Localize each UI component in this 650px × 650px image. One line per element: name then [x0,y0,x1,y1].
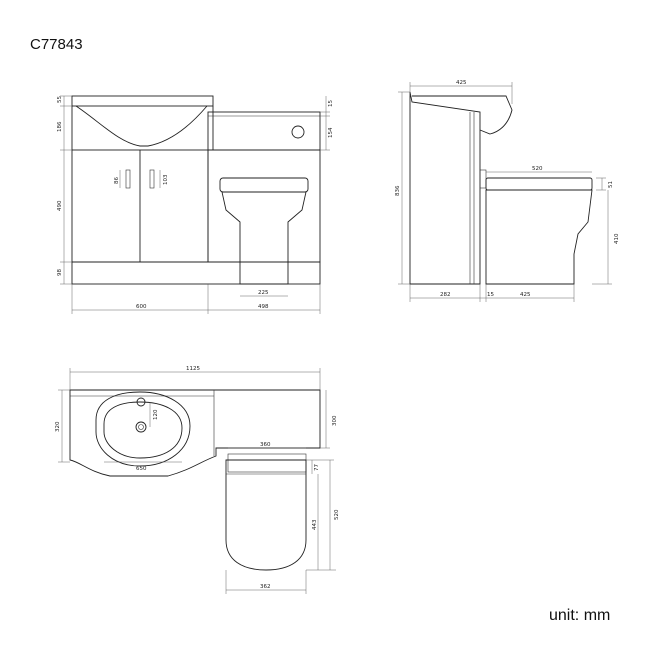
dim-toilet-base: 225 [258,290,269,296]
dim-vanity-width: 600 [136,304,147,310]
top-view: 1125 320 120 650 300 360 77 443 520 362 [55,366,340,594]
dim-pan-projection: 520 [532,166,543,172]
seat-top-rect [227,453,307,473]
dim-gap: 15 [487,292,494,298]
dim-pan-width: 362 [260,584,271,590]
plinth [71,261,321,285]
tap-hole-icon [136,397,146,407]
dim-wc-unit-width: 498 [258,304,269,310]
dim-pan-length: 443 [312,519,318,530]
door-handle-right [149,169,155,189]
dim-seat-offset: 77 [314,464,320,471]
dim-bowl-width: 650 [136,466,147,472]
pan-top-outline [225,459,307,571]
side-handle [479,169,487,189]
side-basin-profile [412,95,513,135]
dim-seat-width: 360 [260,442,271,448]
dim-handle-right: 103 [163,174,169,185]
dim-overall-width: 1125 [186,366,200,372]
dim-pan-height: 410 [614,233,620,244]
dim-tap-hole-offset: 120 [153,409,159,420]
dim-total-height: 836 [395,185,401,196]
dim-plinth: 98 [57,269,63,276]
side-cabinet [409,91,481,285]
dim-total-depth: 425 [456,80,467,86]
product-code: C77843 [30,36,83,53]
basin-sides [71,106,214,150]
toilet-seat-front [219,177,309,193]
top-outline [69,389,321,477]
dim-handle-left: 86 [114,177,120,184]
dim-seat-thickness: 51 [608,181,614,188]
dim-basin-depth: 320 [55,421,61,432]
dim-basin-bowl: 186 [57,121,63,132]
dim-cabinet-height: 490 [57,200,63,211]
dim-wc-depth: 300 [332,415,338,426]
flush-button-icon [291,125,305,139]
unit-label: unit: mm [549,607,611,624]
dim-cabinet-depth: 282 [440,292,451,298]
dim-cistern-top: 15 [328,100,334,107]
toilet-pan-front [221,191,307,285]
cistern-cabinet [207,111,321,151]
dim-total-pan-projection: 520 [334,509,340,520]
front-view: 55 186 490 98 86 103 15 154 225 600 498 [57,96,334,314]
dim-cistern-height: 154 [328,127,334,138]
side-pan [485,189,593,285]
dim-basin-top: 55 [57,96,63,103]
basin-top-edge [71,95,214,107]
side-seat [485,177,593,191]
door-handle-left [125,169,131,189]
basin-bowl-outline [75,105,208,147]
side-view: 425 520 836 51 410 282 15 425 [395,80,620,302]
basin-bowl-top [95,391,191,467]
wc-unit-panel [207,149,321,263]
dim-pan-depth: 425 [520,292,531,298]
drain-icon [135,421,147,433]
